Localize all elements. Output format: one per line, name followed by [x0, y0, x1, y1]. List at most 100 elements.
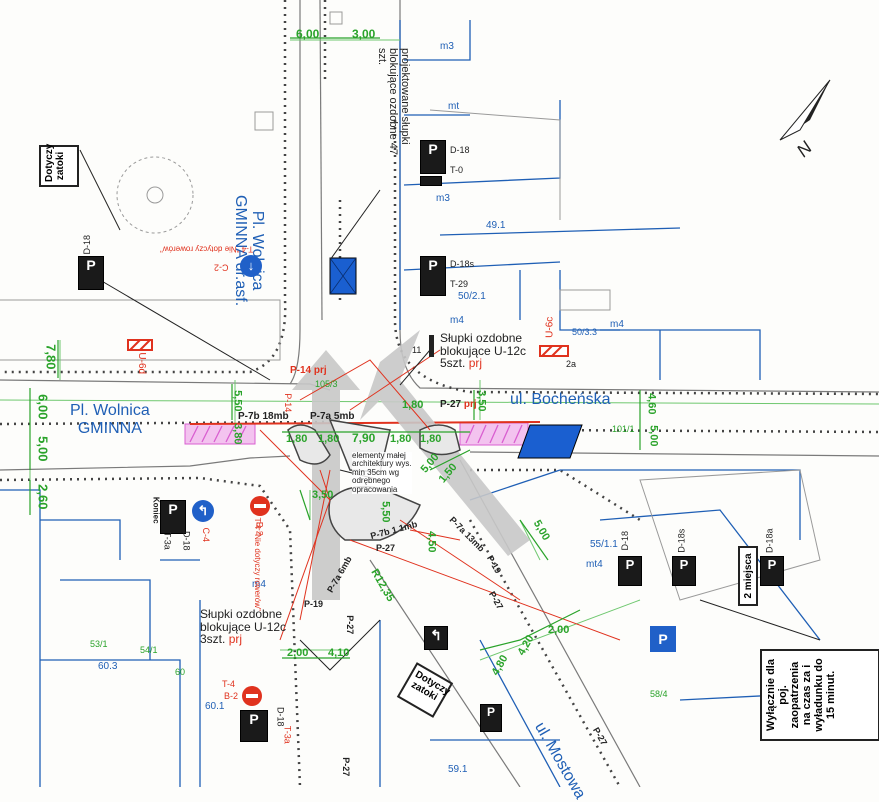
dim-label: 1,80 [402, 399, 424, 411]
parcel-label: 50/3.3 [572, 327, 598, 337]
marking-p27-top-prj: prj [463, 399, 477, 410]
parking-sign-d18-top: P [420, 140, 446, 174]
parcel-label: 11 [412, 345, 422, 355]
turn-sign-bottom: ↰ [424, 626, 448, 650]
marking-p27-bot1: P-27 [345, 615, 356, 635]
sign-code: T-4 "Nie dotyczy rowerów" [160, 244, 254, 254]
dim-label: 7,80 [43, 344, 59, 370]
direction-sign-c4: ↰ [192, 500, 214, 522]
parcel-label: m4 [450, 315, 464, 326]
street-left-line2: GMINNA [77, 419, 142, 437]
red-stop-line [189, 421, 541, 425]
sign-code: T-3a [162, 531, 173, 550]
dim-label: 7,90 [352, 431, 376, 445]
building-outlines [0, 11, 821, 601]
parcel-label: m4 [252, 579, 266, 590]
dim-label: 1,80 [318, 433, 340, 445]
dim-label: 1,80 [286, 433, 308, 445]
sign-koniec: Koniec [151, 496, 161, 524]
delivery-note-box: Wyłącznie dla poj. zaopatrzenia na czas … [760, 649, 879, 741]
marking-p14-top-prj: prj [313, 365, 327, 376]
sign-code: C-2 [214, 262, 229, 273]
dim-label: 6,00 [296, 27, 320, 41]
dim-label: 2,60 [35, 484, 51, 510]
parking-sign-d18s: P [420, 256, 446, 296]
no-entry-bar-bot [246, 694, 258, 698]
dim-label: 3,50 [312, 489, 334, 501]
street-right-name: ul. Bocheńska [510, 391, 611, 408]
parcel-label: 53/1 [90, 639, 108, 649]
parking-sign-d18-left: P [78, 256, 104, 290]
sign-code: T-4 [222, 679, 236, 689]
parcel-label: mt [448, 101, 460, 112]
dim-label: 5,50 [379, 501, 392, 523]
sign-code: B-2 [224, 691, 239, 701]
sign-code: D-18a [764, 528, 775, 553]
direction-sign-c2: ↓ [240, 255, 262, 277]
sign-code: T-0 [450, 165, 464, 175]
parking-sign-d18a-right3: P [760, 556, 784, 586]
small-arch-note: elementy małej architektury wys. min 35c… [352, 451, 412, 494]
blue-area-top-x [329, 257, 357, 295]
posts-bottom-note: Słupki ozdobne blokujące U-12c 3szt. prj [200, 608, 310, 646]
marking-u6c-right: U-6c [544, 316, 556, 338]
parcel-label: m3 [440, 41, 454, 52]
parcel-label: 49.1 [486, 220, 506, 231]
dim-label: 5,00 [647, 425, 660, 447]
parcel-label: 59.1 [448, 764, 468, 775]
sign-code: D-18s [676, 528, 687, 553]
dim-label: 4,60 [645, 393, 658, 415]
posts-bottom-prj: prj [228, 632, 243, 647]
marking-p19-bot: P-19 [304, 599, 324, 609]
parking-sign-bottom-bay: P [480, 704, 502, 732]
sign-code: T-29 [450, 279, 469, 289]
parcel-label: 55/1.1 [590, 539, 618, 550]
parcel-label: 60.3 [98, 661, 118, 672]
parcel-label: 60 [175, 667, 186, 677]
posts-top-prj: prj [468, 356, 483, 371]
marking-p14-top-code: P-14 [290, 365, 312, 376]
sign-code: D-18s [450, 259, 475, 269]
parking-sign-dotyczy-top [420, 176, 442, 186]
two-places-note: 2 miejsca [738, 546, 758, 606]
sign-code: D-18 [181, 530, 192, 551]
sign-code: T-4 "Nie dotyczy rowerów" [252, 517, 262, 611]
dim-label: 5,00 [35, 436, 51, 462]
dim-label: 2,00 [287, 647, 309, 659]
dim-label: 1,80 [420, 433, 442, 445]
marking-p27-mid: P-27 [376, 543, 396, 553]
sign-code: D-18 [82, 234, 93, 255]
parcel-label: 54/1 [140, 645, 158, 655]
parcel-label: 50/2.1 [458, 291, 486, 302]
marking-p27-bottom: P-27 [341, 757, 352, 777]
marking-p14-left: P-14 [283, 393, 294, 413]
parcel-label: m3 [436, 193, 450, 204]
dim-label: 4,10 [328, 647, 350, 659]
parking-sign-blue-right: P [650, 626, 676, 652]
black-leader-lines [79, 149, 821, 671]
parcel-label: 60.1 [205, 701, 225, 712]
sign-code: C-4 [200, 527, 211, 542]
bay-note-top: Dotyczy zatoki [39, 144, 79, 187]
blue-area-right [517, 424, 583, 459]
parcel-label: 101/1 [612, 424, 635, 434]
sign-code: D-18 [620, 530, 631, 551]
parking-sign-d18-right1: P [618, 556, 642, 586]
marking-p27-top-code: P-27 [440, 399, 462, 410]
marking-p7a-top: P-7a 5mb [310, 411, 355, 422]
dim-label: 3,80 [231, 423, 244, 445]
north-arrow [779, 79, 831, 141]
dim-label: 2,00 [548, 624, 570, 636]
dim-label: 3,00 [352, 27, 376, 41]
parking-sign-d18s-right2: P [672, 556, 696, 586]
posts-top-note: Słupki ozdobne blokujące U-12c 5szt. prj [440, 332, 550, 370]
parking-sign-koniec-left: P [160, 500, 186, 534]
posts-top-text: Słupki ozdobne blokujące U-12c 5szt. [440, 331, 527, 371]
dim-label: 4,50 [425, 531, 438, 553]
parcel-label: m4 [610, 319, 624, 330]
parcel-label: 58/4 [650, 689, 668, 699]
dim-label: 1,80 [390, 433, 412, 445]
